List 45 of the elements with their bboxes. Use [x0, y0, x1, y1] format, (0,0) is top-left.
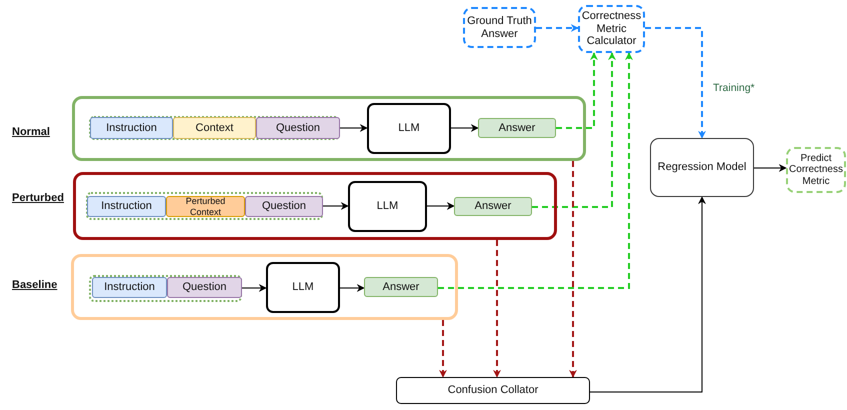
prompt-block: Context — [173, 117, 256, 139]
edge-label: Training* — [712, 82, 756, 94]
answer-box: Answer — [478, 118, 556, 138]
input-group — [89, 275, 242, 302]
prompt-block: Instruction — [92, 277, 167, 298]
model-box: LLM — [348, 181, 427, 232]
arrow — [556, 52, 598, 129]
arrow — [590, 196, 706, 392]
arrow — [532, 52, 616, 208]
output-box: Predict Correctness Metric — [786, 147, 846, 193]
arrow — [340, 124, 368, 132]
arrow — [322, 202, 349, 210]
arrow — [645, 27, 706, 139]
input-group — [86, 192, 323, 220]
model-box: LLM — [367, 103, 451, 154]
scenario-panel — [71, 254, 458, 320]
arrow — [536, 24, 579, 32]
prompt-block: Question — [167, 277, 242, 298]
arrow — [450, 124, 479, 132]
arrow — [569, 161, 577, 378]
process-box: Ground Truth Answer — [463, 7, 536, 48]
scenario-panel — [72, 96, 586, 161]
prompt-block: Instruction — [87, 196, 166, 217]
input-group — [89, 116, 340, 140]
prompt-block: Perturbed Context — [166, 196, 245, 217]
row-label: Baseline — [12, 279, 58, 291]
arrow — [426, 202, 455, 210]
process-box: Regression Model — [650, 138, 754, 197]
answer-box: Answer — [364, 277, 438, 297]
arrow — [438, 52, 633, 289]
prompt-block: Instruction — [90, 117, 173, 139]
process-box: Correctness Metric Calculator — [578, 5, 645, 53]
arrow — [242, 284, 267, 292]
model-box: LLM — [266, 262, 340, 313]
process-box: Confusion Collator — [396, 377, 590, 404]
scenario-panel — [73, 172, 557, 240]
prompt-block: Question — [245, 196, 323, 217]
prompt-block: Question — [256, 117, 340, 139]
arrow — [493, 240, 501, 378]
row-label: Perturbed — [12, 192, 64, 204]
row-label: Normal — [12, 126, 50, 138]
arrow — [439, 320, 447, 378]
arrow — [340, 284, 365, 292]
answer-box: Answer — [454, 197, 532, 216]
arrow — [754, 164, 787, 172]
